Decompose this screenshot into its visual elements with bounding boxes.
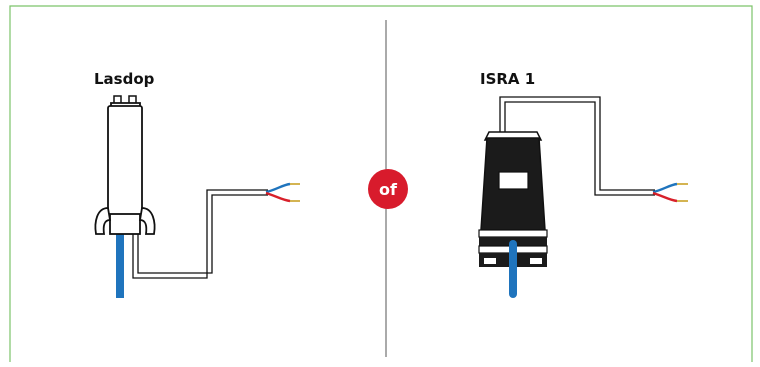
of-text: of — [379, 180, 398, 199]
isra-window — [498, 171, 529, 190]
lasdop-label: Lasdop — [94, 70, 155, 88]
isra-label: ISRA 1 — [480, 70, 535, 88]
of-badge: of — [368, 169, 408, 209]
lasdop-illustration — [94, 95, 300, 298]
isra-blue-wire — [509, 240, 517, 298]
lasdop-body — [107, 105, 143, 217]
lasdop-blue-wire — [116, 226, 124, 298]
isra-illustration — [478, 96, 688, 298]
frame-border — [9, 5, 753, 362]
